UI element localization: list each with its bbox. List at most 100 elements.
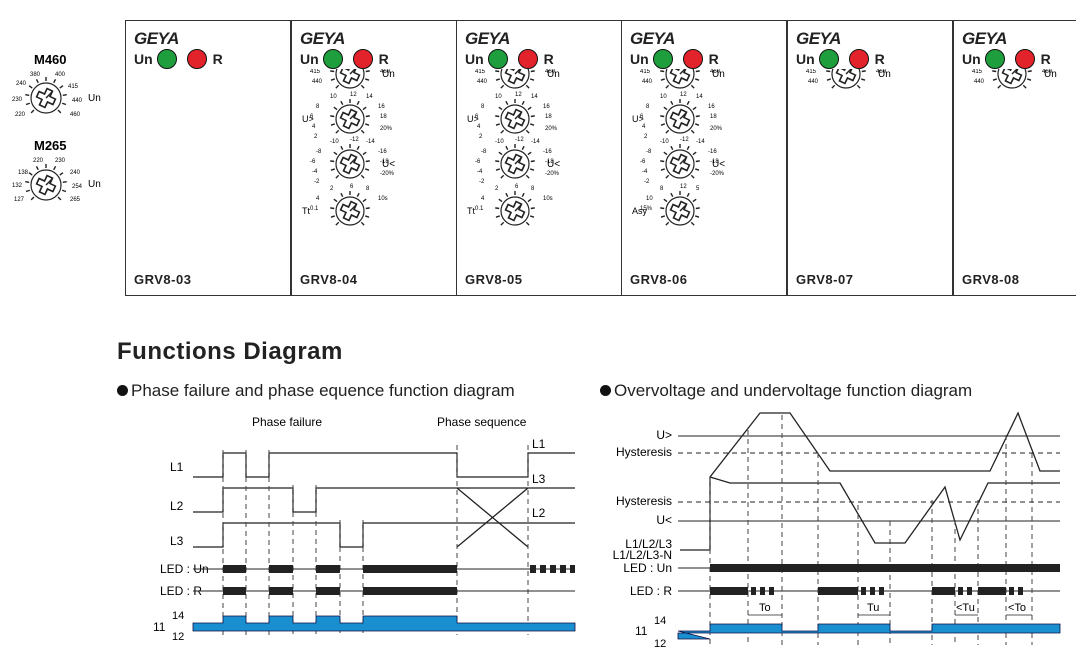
led-r-icon	[848, 49, 869, 69]
tick-label: -2	[644, 179, 650, 185]
knob-side-label: Asy	[632, 206, 648, 216]
brand-logo: GEYA	[300, 29, 345, 48]
knob-dial-icon	[330, 144, 370, 179]
tick-label: 20%	[380, 126, 393, 132]
row-label: L1/L2/L3-N	[613, 548, 672, 562]
model-label: GRV8-07	[796, 272, 854, 287]
led-r-bars	[223, 587, 457, 595]
tick-label: 2	[330, 186, 334, 192]
phase-label: L3	[532, 472, 546, 486]
knob-side-label: Tt	[467, 206, 475, 216]
tick-label: 8	[660, 186, 664, 192]
tick-label: -10	[495, 139, 504, 145]
knob-dial-icon	[992, 69, 1032, 89]
bullet-icon	[117, 385, 128, 396]
voltage-diagram: U> Hysteresis Hysteresis U< L1/L2/L3 L1/…	[613, 411, 1061, 650]
tick-label: 14	[366, 94, 373, 100]
tick-label: 4	[477, 124, 481, 130]
knob-dial-icon	[660, 144, 700, 179]
knob-dial-icon	[660, 99, 700, 134]
page-title: Functions Diagram	[117, 338, 343, 365]
knob-side-label: U>	[467, 114, 479, 124]
tick-label: 10	[495, 94, 502, 100]
tick-label: -8	[481, 149, 487, 155]
tick: 240	[16, 81, 27, 87]
led-r-label: R	[1040, 51, 1051, 67]
tick-label: 10	[660, 94, 667, 100]
panel-grv8-05: GEYA UnR 240380400230415220440460Un81012…	[456, 20, 622, 296]
tick-label: 16	[708, 104, 715, 110]
tick-label: -16	[543, 149, 552, 155]
led-un-bars	[710, 564, 1060, 572]
led-un-label: Un	[300, 51, 319, 67]
model-label: GRV8-08	[962, 272, 1020, 287]
tick-label: 10	[330, 94, 337, 100]
tick-label: 440	[974, 79, 985, 85]
tick: 380	[30, 72, 41, 78]
row-label: LED : R	[160, 584, 202, 598]
knob-side-label: U<	[547, 159, 560, 170]
tick-label: 6	[475, 114, 479, 120]
tick-label: -8	[646, 149, 652, 155]
phase-diagram: Phase failure Phase sequence L1 L2 L3 LE…	[153, 415, 576, 643]
tick-label: 460	[545, 69, 556, 75]
tick-label: -2	[479, 179, 485, 185]
tick: 220	[33, 158, 44, 164]
selector-title: M265	[34, 138, 67, 153]
tick-label: 12	[515, 92, 522, 98]
tick-label: 5	[696, 186, 700, 192]
tick-label: 8	[481, 104, 485, 110]
tick-label: -14	[531, 139, 540, 145]
tick: 440	[72, 98, 83, 104]
voltage-waveforms	[680, 411, 1060, 551]
level-label: U<	[656, 513, 672, 527]
row-label: L3	[170, 534, 184, 548]
led-r-icon	[186, 49, 207, 69]
tick-label: 10s	[378, 196, 388, 202]
tick-label: 8	[531, 186, 535, 192]
knob-group: 240380400230415220440460Un	[806, 69, 891, 89]
tick: 254	[72, 184, 83, 190]
phase-label: L2	[532, 506, 546, 520]
selector-m460: M460 380 400 240 415 230 440 220 460 Un	[12, 52, 101, 118]
tick-label: 2	[314, 134, 318, 140]
tick-label: 16	[543, 104, 550, 110]
bullet-icon	[600, 385, 611, 396]
led-r-icon	[682, 49, 703, 69]
knob-dial-icon	[495, 99, 535, 134]
knob-dial-icon	[25, 164, 67, 201]
tick-label: 4	[316, 196, 320, 202]
tick-label: 12	[350, 92, 357, 98]
knob-side-label: U>	[632, 114, 644, 124]
tick: 220	[15, 112, 26, 118]
row-label: 11	[153, 620, 166, 634]
knob-side-label: Un	[382, 69, 395, 80]
tick-label: 2	[644, 134, 648, 140]
dial-side-label: Un	[88, 93, 101, 104]
tick-label: 460	[1042, 69, 1053, 75]
tick: 127	[14, 197, 25, 203]
tick-label: 4	[481, 196, 485, 202]
tick-label: -20%	[710, 171, 725, 177]
tick-label: -6	[475, 159, 481, 165]
led-r-label: R	[378, 51, 389, 67]
model-label: GRV8-04	[300, 272, 358, 287]
level-label: Hysteresis	[616, 445, 672, 459]
brand-logo: GEYA	[962, 29, 1007, 48]
tick-label: 6	[515, 184, 519, 190]
row-label: LED : R	[630, 584, 672, 598]
contact-label: 14	[654, 615, 666, 627]
led-row: Un R	[300, 49, 389, 69]
tick-label: 6	[640, 114, 644, 120]
knob-side-label: U>	[302, 114, 314, 124]
tick-label: 6	[310, 114, 314, 120]
tick: 240	[70, 170, 81, 176]
tick-label: 440	[477, 79, 488, 85]
tick-label: 10s	[543, 196, 553, 202]
led-un-label: Un	[962, 51, 981, 67]
led-r-bars	[710, 587, 1023, 595]
relay-contact-signal	[677, 623, 1061, 640]
